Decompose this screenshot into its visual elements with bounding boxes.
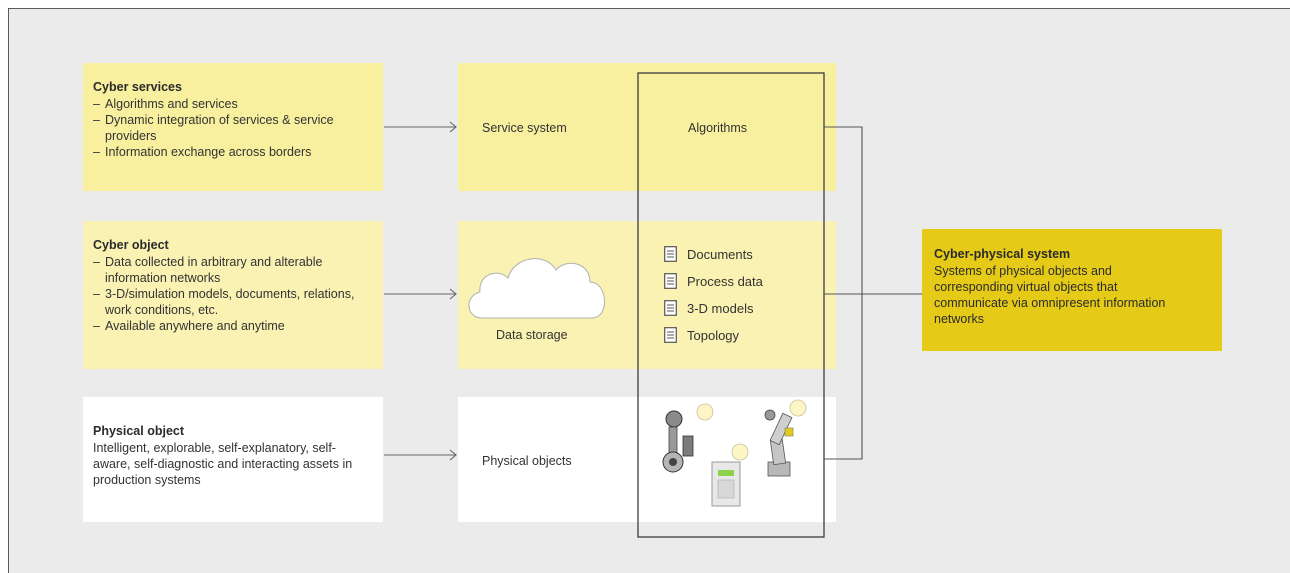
doc-item-label: Documents [687,246,753,262]
algorithms-label: Algorithms [688,121,748,135]
cyber-services-box: Cyber services Algorithms and services D… [83,63,383,191]
doc-item-process-data: Process data [664,273,763,289]
service-system-box [458,63,836,191]
doc-item-label: 3-D models [687,300,754,316]
message-bubble-icon [696,399,807,461]
doc-item-documents: Documents [664,246,753,262]
data-storage-label: Data storage [496,328,568,342]
arrow-icon [384,288,457,300]
arrow-icon [384,449,457,461]
inner-frame [637,72,825,538]
list-item: Data collected in arbitrary and alterabl… [93,254,355,286]
bracket-connector [824,126,922,460]
arrow-icon [384,121,457,133]
valve-illustration-icon [662,410,694,473]
cloud-icon [468,258,605,319]
service-system-label: Service system [482,121,567,135]
document-icon [664,327,677,343]
drive-cabinet-illustration-icon [711,461,741,507]
physical-object-title: Physical object [93,424,185,438]
cyber-services-list: Algorithms and services Dynamic integrat… [93,96,373,160]
robot-arm-illustration-icon [764,409,794,477]
doc-item-label: Topology [687,327,740,343]
cps-text: Systems of physical objects and correspo… [934,264,1166,326]
list-item: 3-D/simulation models, documents, relati… [93,286,367,318]
list-item: Available anywhere and anytime [93,318,373,334]
physical-objects-label: Physical objects [482,454,572,468]
list-item: Dynamic integration of services & servic… [93,112,360,144]
cyber-physical-system-box: Cyber-physical system Systems of physica… [922,229,1222,351]
cyber-object-list: Data collected in arbitrary and alterabl… [93,254,373,334]
cyber-services-title: Cyber services [93,80,182,94]
doc-item-label: Process data [687,273,763,289]
cps-title: Cyber-physical system [934,247,1071,261]
physical-object-text: Intelligent, explorable, self-explanator… [93,441,353,487]
document-icon [664,300,677,316]
cyber-object-box: Cyber object Data collected in arbitrary… [83,221,383,369]
list-item: Information exchange across borders [93,144,373,160]
document-icon [664,246,677,262]
doc-item-3d-models: 3-D models [664,300,753,316]
physical-object-box: Physical object Intelligent, explorable,… [83,397,383,522]
doc-item-topology: Topology [664,327,739,343]
cyber-object-title: Cyber object [93,238,169,252]
list-item: Algorithms and services [93,96,373,112]
document-icon [664,273,677,289]
